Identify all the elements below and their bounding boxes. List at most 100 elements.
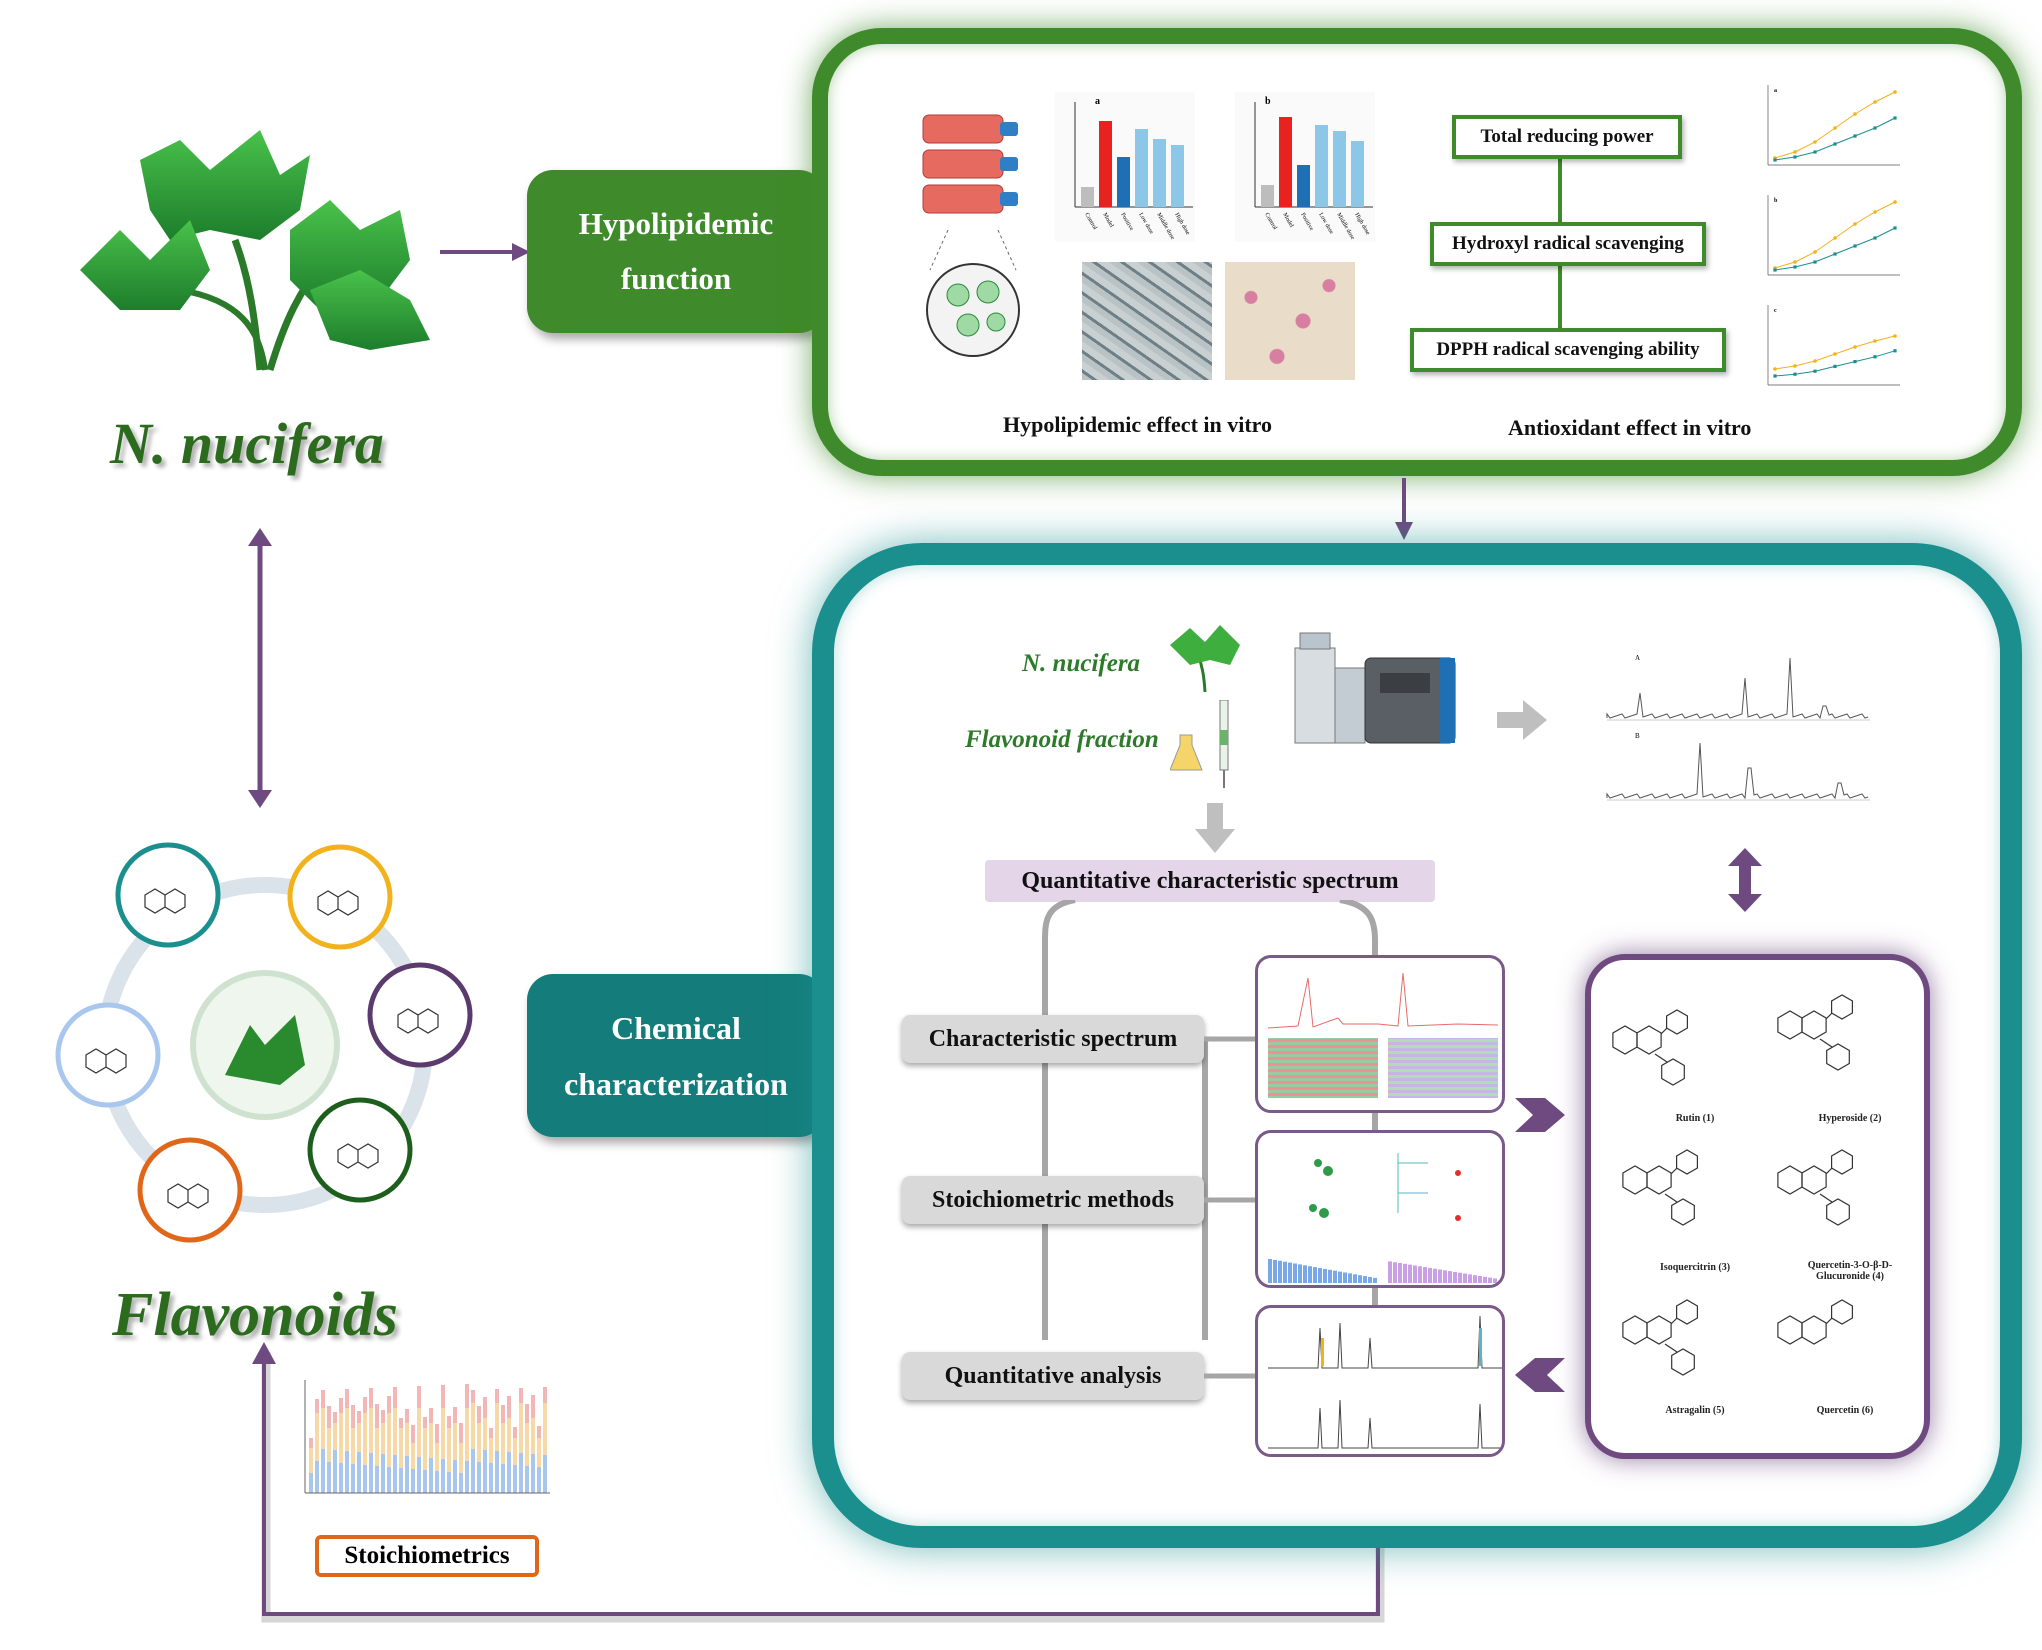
bar-4 <box>1153 139 1166 207</box>
assay-hydroxyl-radical: Hydroxyl radical scavenging <box>1430 222 1706 266</box>
chrom-letter-A: A <box>1635 654 1640 662</box>
stoich-bar-segment <box>375 1466 379 1493</box>
line-point <box>1853 360 1857 364</box>
line-point <box>1813 359 1817 363</box>
stoich-bar-segment <box>447 1416 451 1428</box>
antioxidant-effect-caption: Antioxidant effect in vitro <box>1508 415 1752 440</box>
stoich-bar-segment <box>357 1423 361 1452</box>
stoich-bar-segment <box>387 1467 391 1493</box>
stoich-bar-segment <box>309 1473 313 1493</box>
method-characteristic-spectrum: Characteristic spectrum <box>902 1015 1204 1063</box>
stoich-bar-segment <box>417 1457 421 1493</box>
stoich-bar-segment <box>411 1425 415 1443</box>
stoich-bar-segment <box>525 1466 529 1493</box>
stoich-bar-segment <box>471 1390 475 1403</box>
stoich-bar-segment <box>351 1405 355 1428</box>
bar-4 <box>1333 131 1346 207</box>
line-point <box>1873 210 1877 214</box>
stoich-bar-segment <box>381 1423 385 1454</box>
stoich-bar-segment <box>495 1451 499 1493</box>
stoich-bar-segment <box>351 1464 355 1493</box>
quantitative-spectrum-title: Quantitative characteristic spectrum <box>985 860 1435 902</box>
line-point <box>1773 158 1777 162</box>
line-point <box>1853 112 1857 116</box>
stoich-bar-segment <box>375 1428 379 1466</box>
stoich-bar-segment <box>333 1423 337 1450</box>
stoich-bar-segment <box>369 1388 373 1408</box>
stoich-bar-segment <box>477 1462 481 1493</box>
line-point <box>1853 345 1857 349</box>
line-plot-letter: a <box>1774 88 1777 94</box>
bar-3 <box>1315 125 1328 207</box>
line-point <box>1893 90 1897 94</box>
stoich-bar-segment <box>435 1471 439 1493</box>
bar-2 <box>1297 165 1310 207</box>
stoich-bar-segment <box>489 1428 493 1438</box>
line-point <box>1853 134 1857 138</box>
bar-3 <box>1135 129 1148 207</box>
stoich-bar-segment <box>453 1460 457 1493</box>
stoich-bar-segment <box>315 1413 319 1461</box>
stoich-bar-segment <box>417 1408 421 1457</box>
microscopy-image-b <box>1225 262 1355 380</box>
stoich-bar-segment <box>363 1413 367 1465</box>
stoich-bar-segment <box>423 1470 427 1493</box>
stoich-bar-segment <box>453 1407 457 1423</box>
stoich-bar-segment <box>429 1458 433 1493</box>
line-point <box>1813 140 1817 144</box>
stoich-bar-segment <box>423 1428 427 1470</box>
line-point <box>1893 349 1897 353</box>
stoich-bar-segment <box>393 1455 397 1493</box>
stoich-bar-segment <box>537 1426 541 1438</box>
flavonoid-structure-ring <box>55 842 473 1243</box>
stoich-bar-segment <box>345 1389 349 1408</box>
stoich-bar-segment <box>507 1396 511 1418</box>
stoich-bar-segment <box>441 1408 445 1459</box>
stoich-bar-segment <box>453 1423 457 1460</box>
stoich-bar-segment <box>405 1409 409 1423</box>
arrow-green-to-teal <box>1395 478 1413 540</box>
stoich-bar-segment <box>537 1467 541 1493</box>
line-point <box>1793 265 1797 269</box>
stoich-bar-segment <box>501 1464 505 1493</box>
thumb-stoichiometric-methods <box>1255 1130 1505 1288</box>
compound-name-1: Rutin (1) <box>1675 1113 1715 1124</box>
hypolipidemic-function-tab: Hypolipidemic function <box>527 170 825 333</box>
stoich-bar-segment <box>393 1408 397 1455</box>
stoich-bar-segment <box>393 1387 397 1408</box>
stoich-bar-segment <box>447 1472 451 1493</box>
stoich-bar-segment <box>495 1403 499 1451</box>
method-stoichiometric: Stoichiometric methods <box>902 1176 1204 1224</box>
stoich-bar-segment <box>531 1418 535 1454</box>
stoich-bar-segment <box>471 1403 475 1449</box>
stoich-bar-segment <box>525 1404 529 1423</box>
chemical-tab-line2: characterization <box>564 1065 788 1102</box>
stoich-bar-segment <box>501 1405 505 1423</box>
arrow-to-hypolipidemic <box>440 243 530 261</box>
hypolipidemic-tab-line1: Hypolipidemic <box>578 206 774 242</box>
chemical-characterization-tab: Chemical characterization <box>527 974 825 1137</box>
stoichiometrics-label: Stoichiometrics <box>315 1535 539 1577</box>
line-point <box>1813 250 1817 254</box>
lotus-leaves-icon <box>80 130 430 372</box>
bar-2 <box>1117 157 1130 207</box>
stoich-bar-segment <box>501 1423 505 1464</box>
bar-0 <box>1081 187 1094 207</box>
compound-name-4: Quercetin-3-O-β-D-Glucuronide (4) <box>1807 1260 1893 1282</box>
flavonoid-fraction-label: Flavonoid fraction <box>965 726 1159 753</box>
stoich-bar-segment <box>357 1452 361 1493</box>
stoich-bar-segment <box>477 1406 481 1423</box>
stoich-bar-segment <box>537 1438 541 1467</box>
bar-1 <box>1099 121 1112 207</box>
line-point <box>1873 339 1877 343</box>
arrow-to-chromatogram <box>1497 700 1547 740</box>
line-point <box>1773 268 1777 272</box>
stoich-bar-segment <box>459 1423 463 1443</box>
stoich-bar-segment <box>513 1427 517 1438</box>
stoich-bar-segment <box>513 1465 517 1493</box>
line-point <box>1853 244 1857 248</box>
line-plot-b: b <box>1767 195 1900 276</box>
stoich-bar-segment <box>465 1408 469 1461</box>
chromatogram-overview: A B <box>1585 640 1870 810</box>
